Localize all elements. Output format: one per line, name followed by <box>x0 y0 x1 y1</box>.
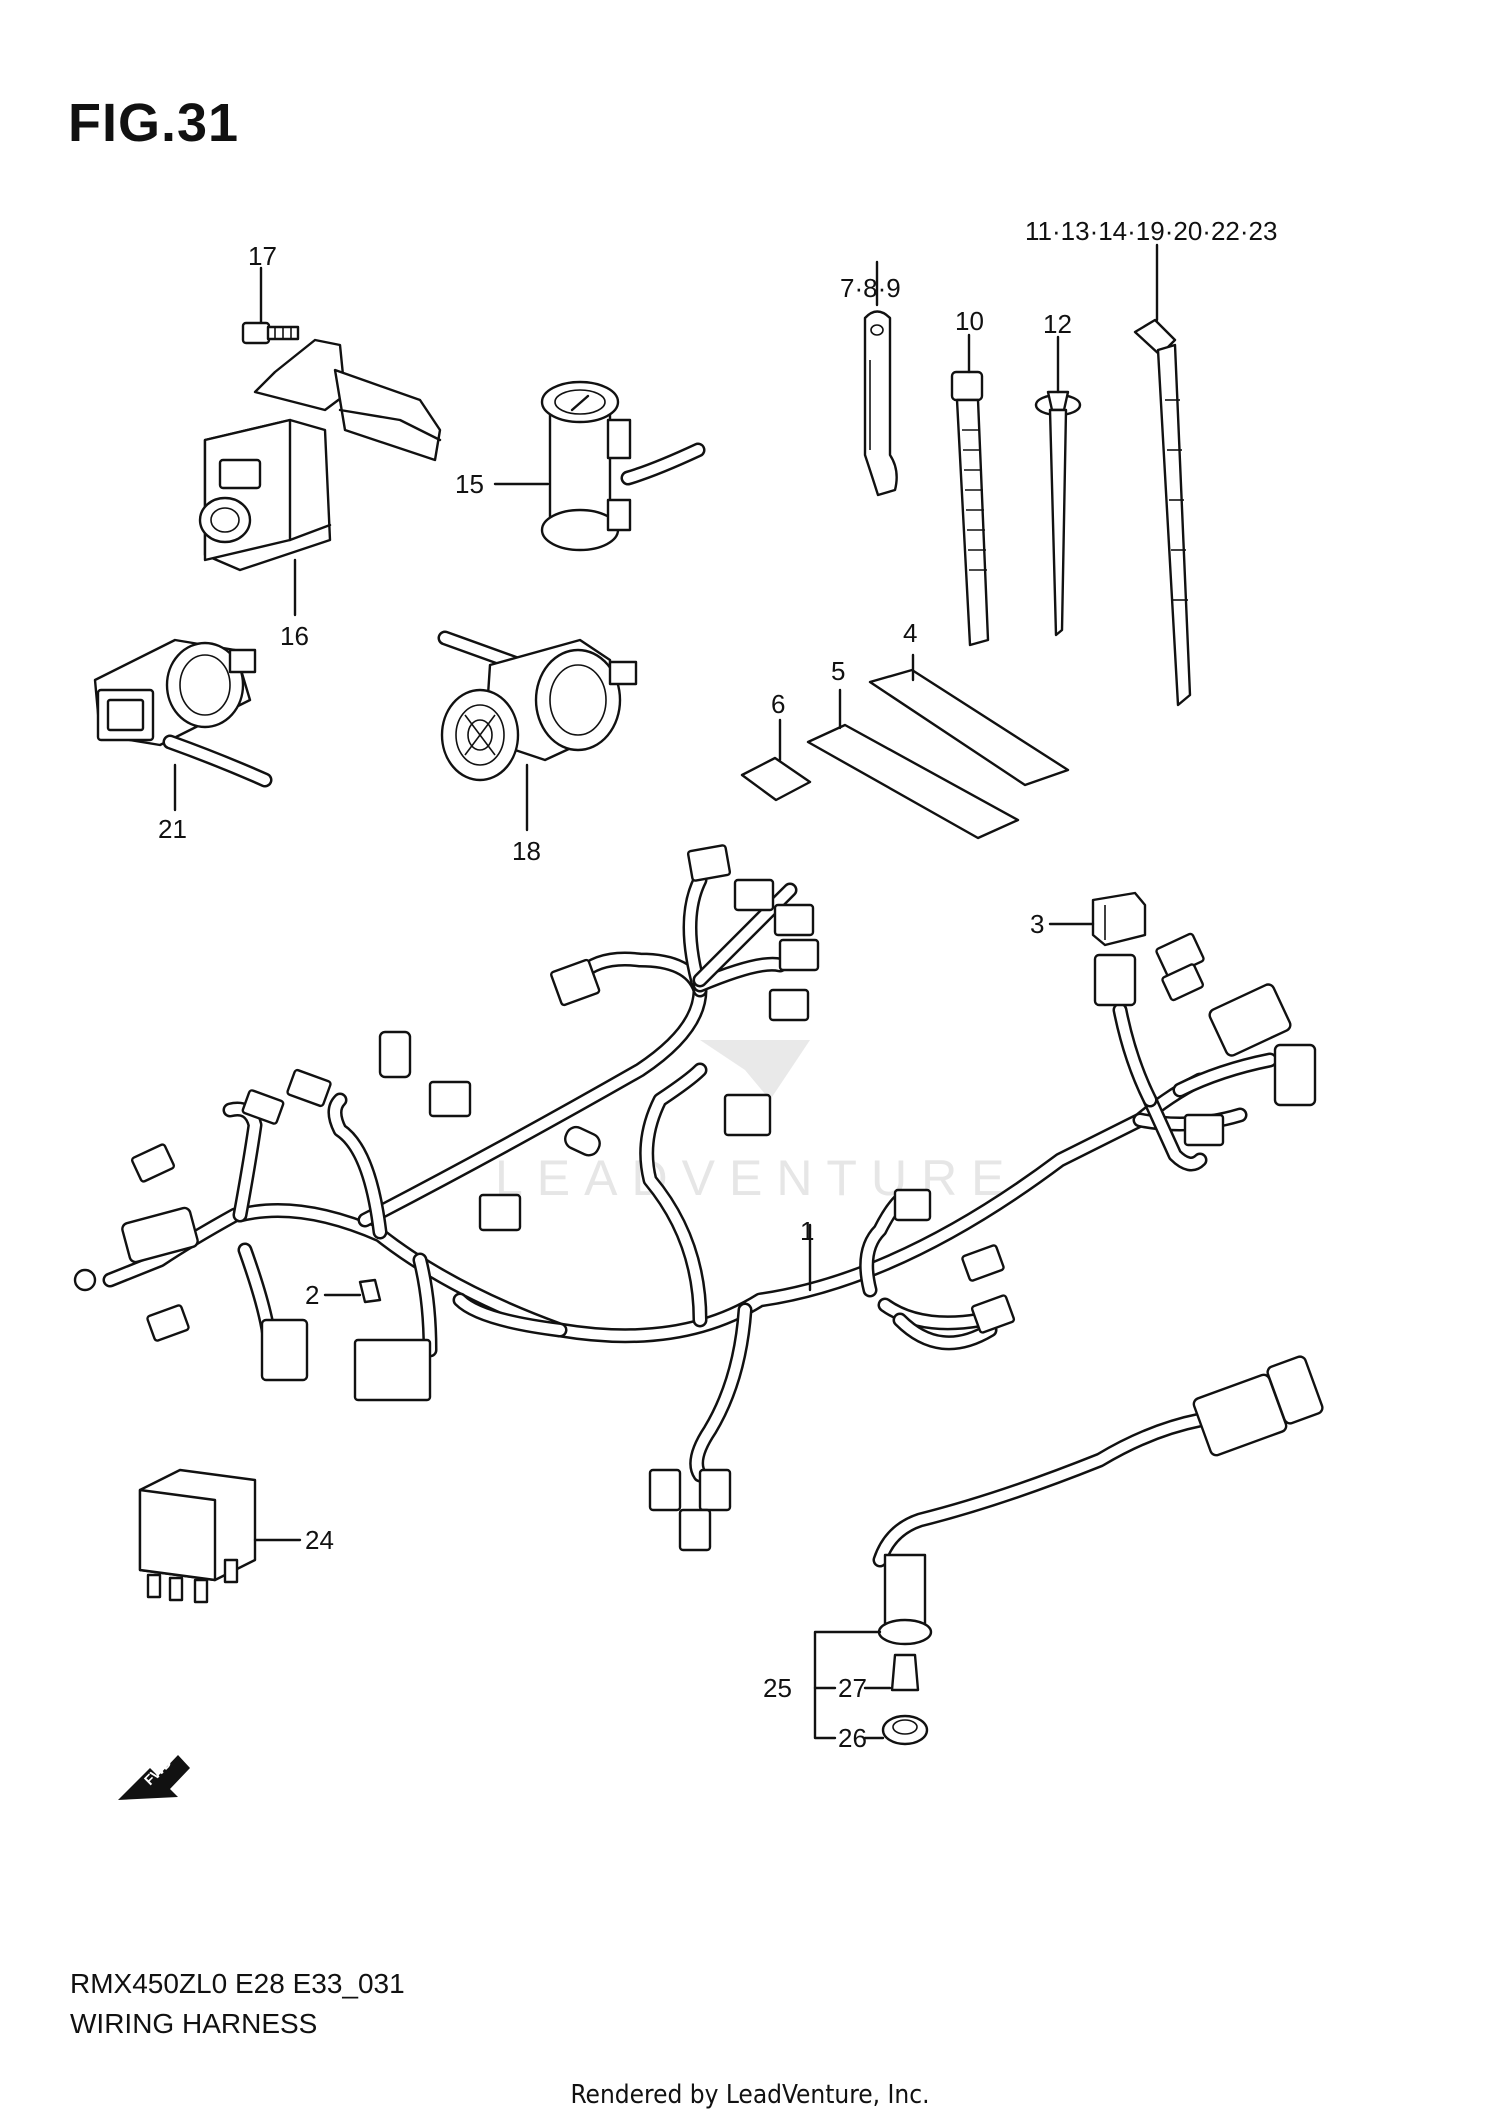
connector <box>733 878 775 912</box>
callout-27: 27 <box>838 1673 867 1703</box>
callout-15: 15 <box>455 469 484 499</box>
rendered-by-credit: Rendered by LeadVenture, Inc. <box>570 2080 930 2110</box>
connector <box>1093 953 1137 1007</box>
connector <box>961 1244 1005 1282</box>
part-17-bolt <box>241 321 300 345</box>
callout-6: 6 <box>771 689 785 719</box>
callout-11-13-14-19-20-22-23: 11·13·14·19·20·22·23 <box>1025 216 1277 246</box>
connector <box>564 1125 601 1157</box>
connector <box>478 1193 522 1232</box>
callout-25: 25 <box>763 1673 792 1703</box>
leader-25-bracket <box>813 1630 892 1740</box>
part-21-kill-switch <box>93 638 273 788</box>
part-16-switch <box>198 338 442 572</box>
callout-17: 17 <box>248 241 277 271</box>
figure-title: FIG.31 <box>68 93 240 153</box>
connector <box>678 1508 712 1552</box>
connector <box>260 1318 309 1382</box>
part-10-cable-tie <box>950 370 990 647</box>
part-5-pad <box>806 723 1020 840</box>
part-6-pad <box>740 756 812 802</box>
figure-code: RMX450ZL0 E28 E33_031 <box>70 1968 405 1999</box>
part-24-relay <box>138 1468 257 1604</box>
part-4-pad <box>868 668 1070 787</box>
callout-24: 24 <box>305 1525 334 1555</box>
callout-21: 21 <box>158 814 187 844</box>
callout-7-8-9: 7·8·9 <box>840 273 901 303</box>
part-27-plug <box>890 1653 920 1692</box>
callout-18: 18 <box>512 836 541 866</box>
connector <box>130 1143 176 1183</box>
connector <box>286 1068 332 1108</box>
connector <box>773 903 815 937</box>
figure-name: WIRING HARNESS <box>70 2008 318 2039</box>
connector <box>550 958 601 1007</box>
callout-2: 2 <box>305 1280 319 1310</box>
callout-3: 3 <box>1030 909 1044 939</box>
ring-terminal <box>73 1268 97 1292</box>
connector <box>1208 983 1292 1057</box>
connector <box>893 1188 932 1222</box>
connector <box>121 1206 199 1264</box>
connector <box>970 1294 1016 1334</box>
part-11-long-cable-tie <box>1133 318 1192 707</box>
watermark-text: LEADVENTURE <box>495 1150 1019 1206</box>
part-12-clip <box>1034 390 1082 637</box>
part-26-cap <box>881 1714 929 1746</box>
connector <box>1183 1113 1225 1147</box>
connector <box>1161 963 1205 1002</box>
connector <box>723 1093 772 1137</box>
connector <box>778 938 820 972</box>
part-18-handlebar-switch <box>437 630 638 782</box>
fwd-arrow-icon: FWD <box>118 1754 190 1800</box>
part-25-lead <box>872 1355 1324 1646</box>
part-2-fuse <box>358 1278 382 1304</box>
connector <box>698 1468 732 1512</box>
connector <box>353 1338 432 1402</box>
connector <box>768 988 810 1022</box>
callout-1: 1 <box>800 1216 814 1246</box>
part-15-socket <box>540 380 706 552</box>
callout-5: 5 <box>831 656 845 686</box>
connector <box>146 1304 190 1342</box>
connector <box>686 844 732 882</box>
callout-12: 12 <box>1043 309 1072 339</box>
part-3-connector-cover <box>1091 891 1147 947</box>
callout-26: 26 <box>838 1723 867 1753</box>
connector <box>648 1468 682 1512</box>
callout-10: 10 <box>955 306 984 336</box>
watermark: LEADVENTURE <box>495 1040 1019 1206</box>
connector <box>1273 1043 1317 1107</box>
part-1-wiring-harness <box>73 844 1317 1552</box>
connector <box>378 1030 412 1079</box>
connector <box>241 1089 285 1125</box>
callout-16: 16 <box>280 621 309 651</box>
connector <box>428 1080 472 1118</box>
callout-4: 4 <box>903 618 917 648</box>
part-7-8-9-clamp <box>863 310 898 497</box>
